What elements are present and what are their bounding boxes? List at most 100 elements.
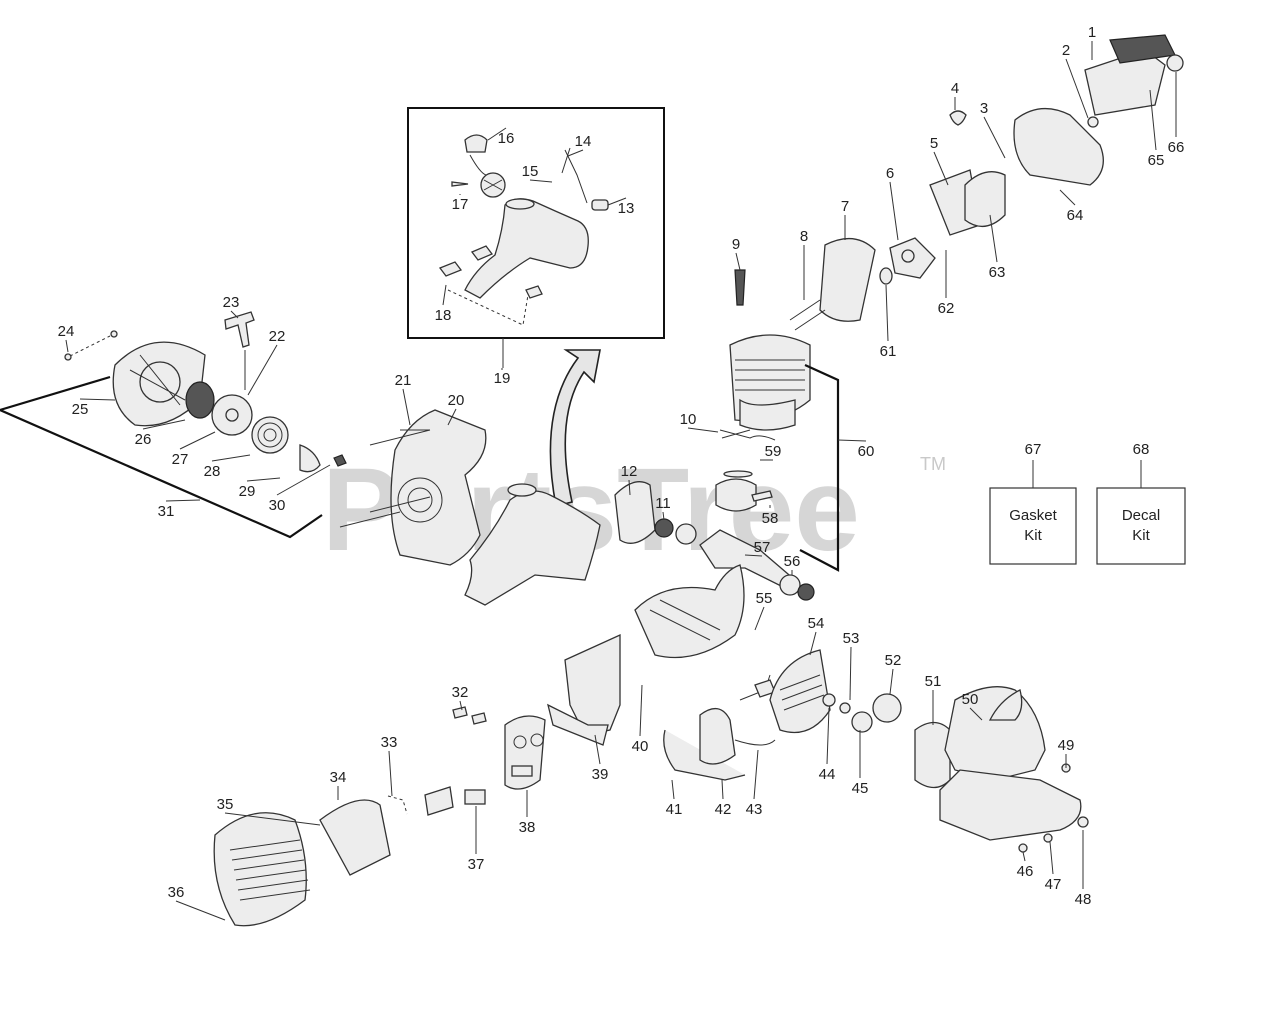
leader-64 bbox=[1059, 189, 1076, 206]
callout-36: 36 bbox=[168, 884, 185, 901]
callout-25: 25 bbox=[72, 401, 89, 418]
leader-44 bbox=[826, 707, 830, 765]
bracket-60 bbox=[799, 363, 840, 572]
gasket-kit-label-line1: Gasket bbox=[1009, 507, 1057, 524]
callout-46: 46 bbox=[1017, 863, 1034, 880]
lower-assembly bbox=[213, 633, 1089, 927]
leader-50 bbox=[969, 707, 983, 721]
leader-47 bbox=[1049, 841, 1054, 875]
watermark-tm: TM bbox=[920, 454, 946, 474]
callout-leaders bbox=[65, 41, 1177, 921]
leader-22 bbox=[247, 344, 278, 396]
decal-kit-label-line1: Decal bbox=[1122, 507, 1160, 524]
leader-61 bbox=[885, 284, 889, 342]
starter-assembly bbox=[64, 311, 347, 473]
callout-67: 67 bbox=[1025, 441, 1042, 458]
callout-1: 1 bbox=[1088, 24, 1096, 41]
callout-28: 28 bbox=[204, 463, 221, 480]
callout-11: 11 bbox=[655, 495, 671, 512]
leader-42 bbox=[721, 779, 724, 800]
leader-52 bbox=[889, 668, 894, 695]
callout-37: 37 bbox=[468, 856, 485, 873]
leader-53 bbox=[849, 646, 852, 701]
callout-48: 48 bbox=[1075, 891, 1092, 908]
callout-13: 13 bbox=[618, 200, 635, 217]
leader-28 bbox=[211, 454, 251, 462]
leader-14 bbox=[567, 149, 584, 157]
callout-19: 19 bbox=[494, 370, 511, 387]
callout-43: 43 bbox=[746, 801, 763, 818]
callout-49: 49 bbox=[1058, 737, 1075, 754]
callout-2: 2 bbox=[1062, 42, 1070, 59]
callout-labels: 1234567891011121314151617181920212223242… bbox=[58, 24, 1185, 908]
callout-31: 31 bbox=[158, 503, 175, 520]
leader-46 bbox=[1022, 851, 1026, 862]
decal-kit-box bbox=[1096, 487, 1186, 565]
callout-65: 65 bbox=[1148, 152, 1165, 169]
callout-41: 41 bbox=[666, 801, 683, 818]
callout-16: 16 bbox=[498, 130, 515, 147]
fuel-tank bbox=[464, 490, 601, 606]
callout-21: 21 bbox=[395, 372, 412, 389]
callout-18: 18 bbox=[435, 307, 452, 324]
callout-53: 53 bbox=[843, 630, 860, 647]
crankcase-cover bbox=[339, 409, 487, 566]
callout-23: 23 bbox=[223, 294, 240, 311]
gasket-kit-box bbox=[989, 487, 1077, 565]
callout-60: 60 bbox=[858, 443, 875, 460]
callout-58: 58 bbox=[762, 510, 779, 527]
leader-35 bbox=[224, 812, 321, 826]
callout-17: 17 bbox=[452, 196, 469, 213]
callout-47: 47 bbox=[1045, 876, 1062, 893]
leader-25 bbox=[79, 398, 116, 401]
callout-20: 20 bbox=[448, 392, 465, 409]
leader-31 bbox=[165, 499, 201, 502]
callout-56: 56 bbox=[784, 553, 801, 570]
callout-24: 24 bbox=[58, 323, 75, 340]
fuel-tank-inset-parts bbox=[438, 134, 609, 326]
callout-51: 51 bbox=[925, 673, 942, 690]
callout-57: 57 bbox=[754, 539, 771, 556]
leader-10 bbox=[687, 427, 719, 433]
leader-26 bbox=[142, 419, 186, 430]
engine-core bbox=[614, 34, 1184, 659]
callout-62: 62 bbox=[938, 300, 955, 317]
leader-39 bbox=[594, 734, 601, 765]
leader-54 bbox=[809, 631, 817, 656]
leader-36 bbox=[175, 900, 226, 921]
leader-15 bbox=[529, 179, 553, 183]
leader-43 bbox=[753, 749, 759, 800]
callout-27: 27 bbox=[172, 451, 189, 468]
gasket-kit-label-line2: Kit bbox=[1024, 527, 1042, 544]
leader-2 bbox=[1065, 58, 1089, 119]
callout-29: 29 bbox=[239, 483, 256, 500]
leader-6 bbox=[889, 181, 899, 241]
callout-44: 44 bbox=[819, 766, 836, 783]
callout-4: 4 bbox=[951, 80, 959, 97]
leader-65 bbox=[1149, 89, 1157, 151]
callout-5: 5 bbox=[930, 135, 938, 152]
leader-33 bbox=[388, 750, 393, 797]
callout-33: 33 bbox=[381, 734, 398, 751]
callout-40: 40 bbox=[632, 738, 649, 755]
move-arrow bbox=[549, 349, 601, 507]
callout-15: 15 bbox=[522, 163, 539, 180]
callout-22: 22 bbox=[269, 328, 286, 345]
leader-29 bbox=[246, 477, 281, 482]
callout-42: 42 bbox=[715, 801, 732, 818]
callout-66: 66 bbox=[1168, 139, 1185, 156]
leader-16 bbox=[487, 127, 507, 141]
leader-3 bbox=[983, 116, 1006, 159]
leader-57 bbox=[744, 554, 763, 557]
fuel-tank-inset-box bbox=[407, 107, 665, 339]
callout-10: 10 bbox=[680, 411, 697, 428]
leader-41 bbox=[671, 779, 675, 800]
callout-64: 64 bbox=[1067, 207, 1084, 224]
leader-30 bbox=[276, 464, 331, 496]
callout-35: 35 bbox=[217, 796, 234, 813]
callout-30: 30 bbox=[269, 497, 286, 514]
callout-12: 12 bbox=[621, 463, 638, 480]
callout-55: 55 bbox=[756, 590, 773, 607]
fuel-cap-neck bbox=[507, 483, 537, 497]
